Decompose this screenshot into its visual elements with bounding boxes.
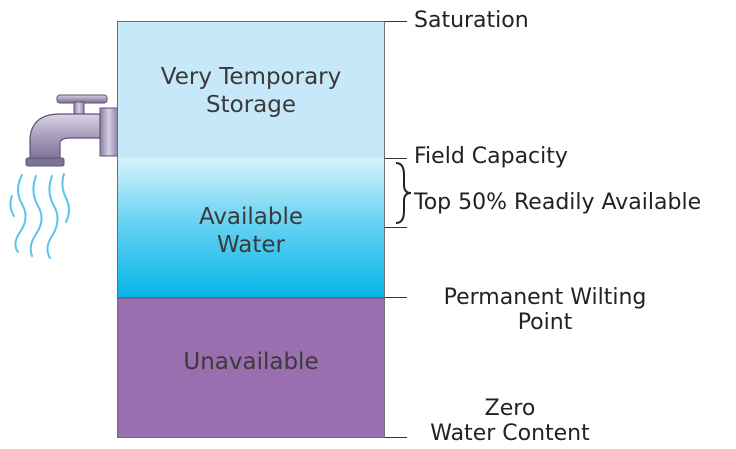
wilting-point-tick: [385, 297, 407, 298]
zero-water-content-label: Zero Water Content: [410, 396, 610, 447]
field-capacity-tick: [385, 158, 407, 159]
unavailable-label: Unavailable: [183, 349, 319, 375]
soil-water-tank: Very Temporary Storage Available Water U…: [117, 21, 385, 438]
saturation-label: Saturation: [414, 8, 529, 33]
zero-line: Zero: [484, 396, 536, 421]
readily-available-label: Top 50% Readily Available: [414, 190, 702, 215]
unavailable-zone: Unavailable: [117, 298, 385, 438]
very-temporary-storage-label: Very Temporary Storage: [160, 64, 342, 118]
permanent-wilting-point-label: Permanent Wilting Point: [410, 285, 680, 336]
available-water-zone: Available Water: [117, 158, 385, 298]
point-line: Point: [517, 310, 573, 336]
zero-water-tick: [385, 437, 407, 438]
readily-available-tick: [385, 227, 407, 228]
saturation-tick: [385, 21, 407, 22]
available-water-label: Available Water: [198, 204, 304, 258]
permanent-wilting-line: Permanent Wilting: [443, 285, 647, 310]
field-capacity-label: Field Capacity: [414, 144, 568, 169]
water-content-line: Water Content: [430, 421, 590, 447]
